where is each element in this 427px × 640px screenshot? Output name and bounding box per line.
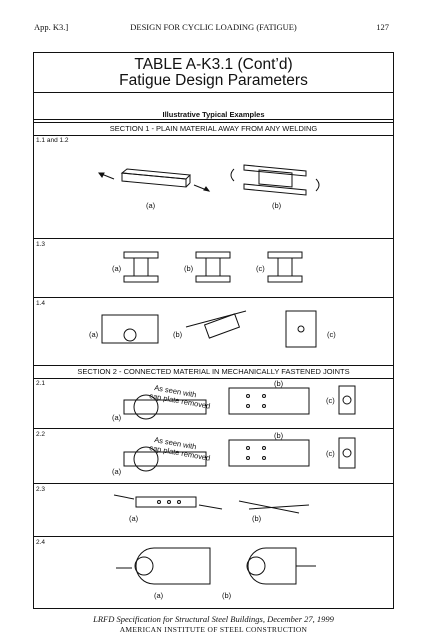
footer-publisher: AMERICAN INSTITUTE OF STEEL CONSTRUCTION [119,625,308,634]
row-label-1-1: 1.1 and 1.2 [36,137,69,144]
label-a: (a) [146,201,156,210]
figure-2-2: As seen with cap plate removed (a) (b) (… [112,431,356,476]
figure-2-3: (a) (b) [113,494,310,523]
label-a: (a) [154,591,164,600]
row-label-1-3: 1.3 [36,241,46,248]
label-b: (b) [222,591,232,600]
label-a: (a) [112,264,122,273]
divider [34,122,393,123]
running-header-title: DESIGN FOR CYCLIC LOADING (FATIGUE) [130,22,297,32]
label-a: (a) [89,330,99,339]
row-label-2-3: 2.3 [36,486,46,493]
row-label-2-1: 2.1 [36,380,46,387]
label-a: (a) [112,467,122,476]
label-b: (b) [274,379,284,388]
label-b: (b) [272,201,282,210]
table-title: TABLE A-K3.1 (Cont’d) [134,56,293,73]
divider [34,297,393,298]
label-b: (b) [173,330,183,339]
figure-1-1: (a) (b) [98,164,320,210]
label-a: (a) [129,514,139,523]
figure-2-1: As seen with cap plate removed (a) (b) (… [112,379,356,422]
figure-1-3: (a) (b) (c) [112,251,303,283]
section-2-heading: SECTION 2 - CONNECTED MATERIAL IN MECHAN… [77,367,350,376]
divider [34,119,393,120]
footer-spec-title: LRFD Specification for Structural Steel … [93,614,334,624]
table-subtitle: Fatigue Design Parameters [119,72,308,89]
divider [34,483,393,484]
divider [34,92,393,93]
page-number: 127 [376,22,389,32]
illustrative-heading: Illustrative Typical Examples [162,110,265,119]
divider [34,378,393,379]
divider [34,135,393,136]
row-label-2-2: 2.2 [36,431,46,438]
label-a: (a) [112,413,122,422]
label-b: (b) [252,514,262,523]
divider [34,365,393,366]
label-b: (b) [184,264,194,273]
fatigue-table: TABLE A-K3.1 (Cont’d) Fatigue Design Par… [33,52,394,609]
label-c: (c) [256,264,265,273]
section-1-heading: SECTION 1 - PLAIN MATERIAL AWAY FROM ANY… [109,124,318,133]
label-c: (c) [326,396,335,405]
running-header-section: App. K3.] [34,22,69,32]
label-c: (c) [326,449,335,458]
label-c: (c) [327,330,336,339]
label-b: (b) [274,431,284,440]
row-label-2-4: 2.4 [36,539,46,546]
divider [34,536,393,537]
figure-2-4: (a) (b) [116,547,316,600]
row-label-1-4: 1.4 [36,300,46,307]
divider [34,238,393,239]
divider [34,428,393,429]
figure-1-4: (a) (b) (c) [89,310,336,348]
